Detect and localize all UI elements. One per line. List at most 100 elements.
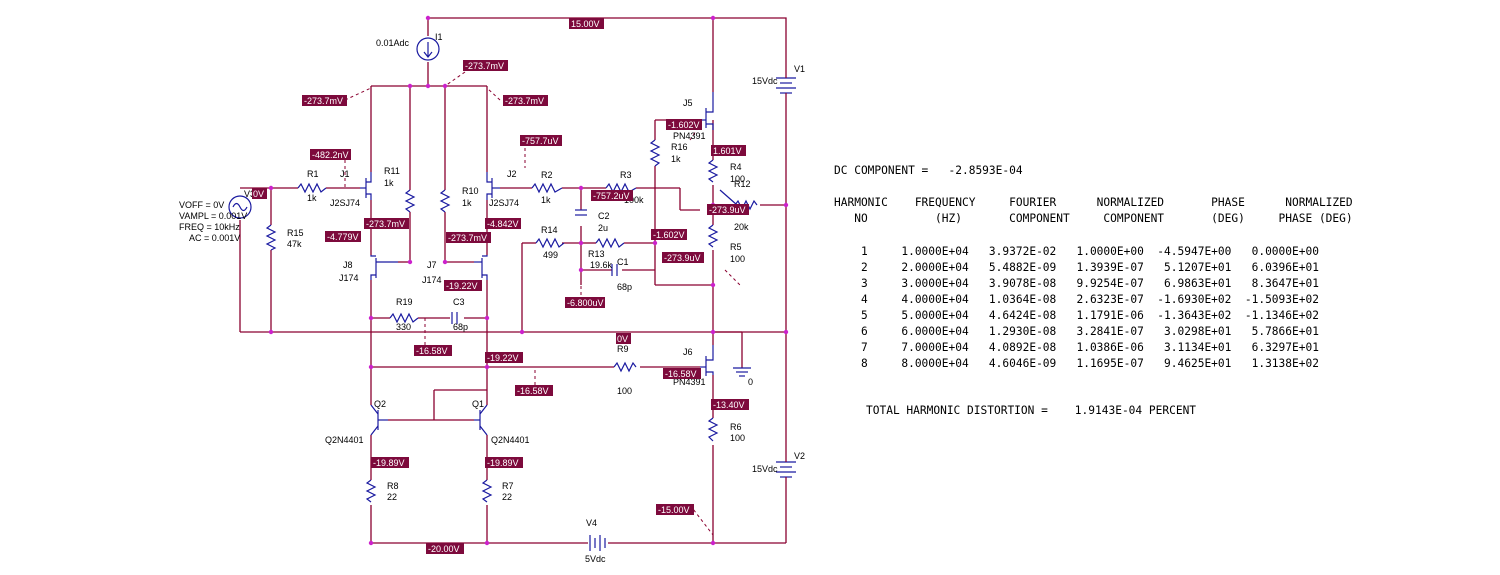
r9-label: R9 (617, 344, 629, 354)
jfet-j6-symbol (700, 345, 714, 376)
svg-text:-273.9uV: -273.9uV (709, 205, 746, 215)
battery-v2-symbol (776, 455, 796, 480)
resistor-r16-symbol (649, 139, 661, 167)
resistor-r19-symbol (389, 312, 419, 324)
svg-text:15.00V: 15.00V (571, 19, 600, 29)
table-header-line1: HARMONIC FREQUENCY FOURIER NORMALIZED PH… (834, 196, 1353, 209)
svg-text:-19.22V: -19.22V (487, 353, 519, 363)
j6-label: J6 (683, 347, 693, 357)
r14-label: R14 (541, 225, 558, 235)
svg-text:-482.2nV: -482.2nV (312, 150, 349, 160)
j2-value: J2SJ74 (489, 198, 519, 208)
v4-value: 5Vdc (585, 554, 606, 564)
r7-value: 22 (502, 492, 512, 502)
c2-label: C2 (598, 211, 610, 221)
harmonic-row: 1 1.0000E+04 3.9372E-02 1.0000E+00 -4.59… (834, 245, 1319, 258)
r5-value: 100 (730, 254, 745, 264)
r4-label: R4 (730, 162, 742, 172)
q2-label: Q2 (374, 399, 386, 409)
q1-label: Q1 (472, 399, 484, 409)
j5-value: PN4391 (673, 131, 706, 141)
resistor-r10-symbol (439, 189, 451, 213)
svg-text:-15.00V: -15.00V (658, 505, 690, 515)
svg-text:-13.40V: -13.40V (713, 400, 745, 410)
v3-label: V3 (244, 189, 255, 199)
capacitor-c1-symbol (611, 264, 618, 276)
j6-value: PN4391 (673, 377, 706, 387)
bjt-q1-symbol (474, 395, 488, 436)
resistor-r4-symbol (707, 159, 719, 183)
r16-value: 1k (671, 154, 681, 164)
dc-component: DC COMPONENT = -2.8593E-04 (834, 164, 1023, 177)
probe-273mv-left: -273.7mV (302, 95, 347, 106)
v1-label: V1 (794, 64, 805, 74)
resistor-r15-symbol (265, 224, 277, 251)
svg-text:-4.779V: -4.779V (327, 232, 359, 242)
probe-1922v-a: -19.22V (444, 280, 482, 291)
r7-label: R7 (502, 481, 514, 491)
harmonic-row: 8 8.0000E+04 4.6046E-09 1.1695E-07 9.462… (834, 357, 1319, 370)
v3-param-ac: AC = 0.001V (189, 233, 240, 243)
j5-label: J5 (683, 98, 693, 108)
v1-value: 15Vdc (752, 76, 778, 86)
svg-text:1.601V: 1.601V (713, 146, 742, 156)
probe-1658v-a: -16.58V (414, 345, 452, 356)
r3-label: R3 (620, 170, 632, 180)
r14-value: 499 (543, 250, 558, 260)
battery-v4-symbol (589, 535, 606, 551)
probe-1602v-a: -1.602V (666, 119, 702, 130)
r13-value: 19.6k (590, 260, 613, 270)
resistor-r6-symbol (707, 417, 719, 442)
probe-482nv: -482.2nV (310, 149, 351, 160)
v2-value: 15Vdc (752, 464, 778, 474)
c2-value: 2u (598, 223, 608, 233)
c3-value: 68p (453, 322, 468, 332)
v3-param-vampl: VAMPL = 0.001V (179, 211, 247, 221)
c3-label: C3 (453, 297, 465, 307)
r2-value: 1k (541, 195, 551, 205)
harmonic-row: 6 6.0000E+04 1.2930E-08 3.2841E-07 3.029… (834, 325, 1319, 338)
r12-value: 20k (734, 222, 749, 232)
resistor-r13-symbol (595, 237, 625, 249)
probe-1658v-b: -16.58V (515, 385, 553, 396)
svg-text:-19.89V: -19.89V (373, 458, 405, 468)
r13-label: R13 (588, 249, 605, 259)
svg-text:-1.602V: -1.602V (668, 120, 700, 130)
c1-label: C1 (617, 257, 629, 267)
probe-1602v-b: -1.602V (651, 229, 687, 240)
probe-2000v: -20.00V (426, 543, 464, 554)
capacitor-c3-symbol (451, 312, 458, 324)
probe-1340v: -13.40V (711, 399, 749, 410)
probe-1922v-b: -19.22V (485, 352, 523, 363)
sine-source-v3-symbol (228, 195, 252, 219)
svg-text:-19.22V: -19.22V (446, 281, 478, 291)
jfet-j8-symbol (370, 255, 398, 280)
resistor-r2-symbol (531, 182, 563, 194)
r6-value: 100 (730, 433, 745, 443)
r19-value: 330 (396, 322, 411, 332)
svg-text:0V: 0V (253, 189, 264, 199)
svg-text:-19.89V: -19.89V (487, 458, 519, 468)
r1-label: R1 (307, 169, 319, 179)
battery-v1-symbol (776, 70, 796, 100)
probe-1989v-b: -19.89V (485, 457, 523, 468)
harmonic-row: 2 2.0000E+04 5.4882E-09 1.3939E-07 5.120… (834, 261, 1319, 274)
j8-label: J8 (343, 260, 353, 270)
j1-label: J1 (340, 169, 350, 179)
harmonic-row: 5 5.0000E+04 4.6424E-08 1.1791E-06 -1.36… (834, 309, 1319, 322)
svg-text:-273.7mV: -273.7mV (304, 96, 343, 106)
probe-1989v-a: -19.89V (371, 457, 409, 468)
resistor-r9-symbol (613, 361, 637, 373)
r19-label: R19 (396, 297, 413, 307)
junction-nodes (268, 15, 789, 546)
svg-text:-16.58V: -16.58V (665, 369, 697, 379)
jfet-j7-symbol (474, 255, 488, 280)
jfet-j2-symbol (486, 172, 500, 200)
capacitor-c2-symbol (575, 209, 587, 216)
resistor-r14-symbol (535, 237, 565, 249)
svg-text:-1.602V: -1.602V (653, 230, 685, 240)
r15-value: 47k (287, 239, 302, 249)
total-harmonic-distortion: TOTAL HARMONIC DISTORTION = 1.9143E-04 P… (866, 404, 1197, 417)
resistor-r5-symbol (707, 224, 719, 248)
r8-label: R8 (387, 481, 399, 491)
